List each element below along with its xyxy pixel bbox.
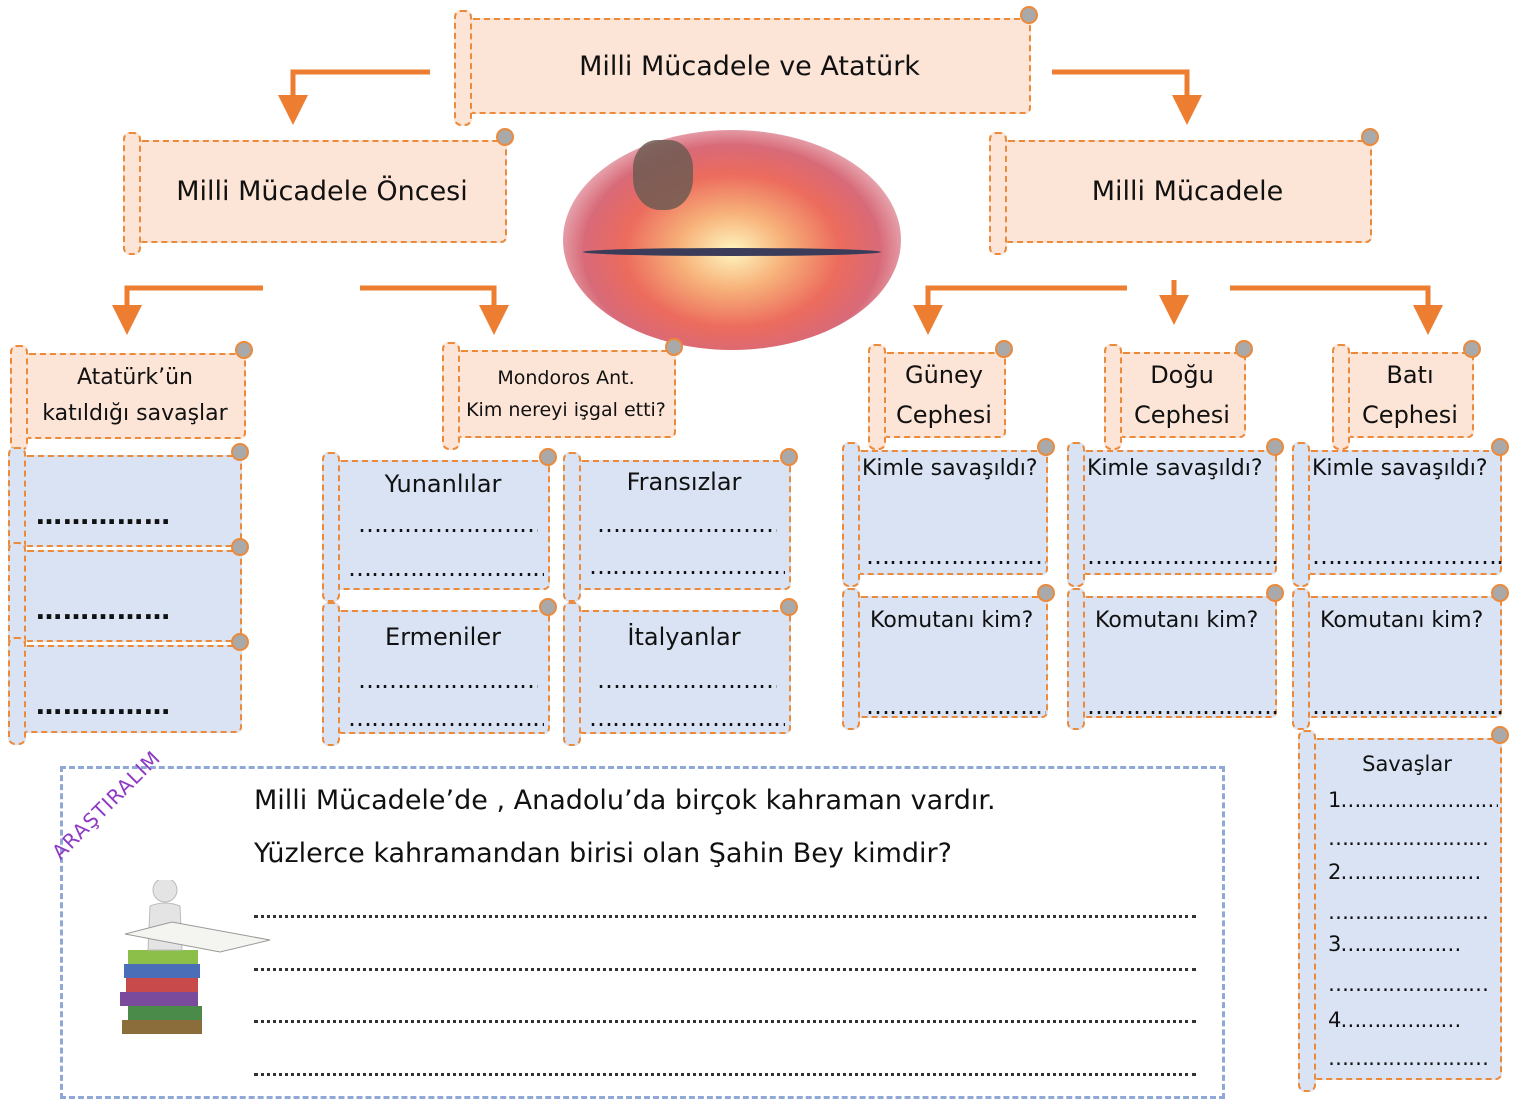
occupier-dots-1: ……………………… [597, 510, 777, 538]
occupier-dots-1: ……………………… [597, 666, 777, 694]
front-line1: Doğu [1150, 361, 1214, 389]
occupier-name: İtalyanlar [627, 623, 741, 651]
question-text: Komutanı kim? [1320, 608, 1484, 633]
battle-item-2: 2………………… [1328, 860, 1481, 884]
front-line1: Güney [905, 361, 983, 389]
question-text: Komutanı kim? [870, 608, 1034, 633]
battle-item-4: 4……………… [1328, 1008, 1461, 1032]
ataturk-blank-3: …………… [8, 633, 249, 745]
answer-dots: ……………………… [1087, 542, 1277, 570]
arrow-mondoros [360, 285, 509, 335]
ataturk-blank-2-dots: …………… [36, 596, 171, 626]
front-line1: Batı [1386, 361, 1434, 389]
horizon-line [583, 248, 881, 256]
front-question-commander: Komutanı kim? ……………………… [842, 584, 1055, 730]
battle-dots-4: …………………… [1328, 1046, 1489, 1070]
occupier-card: Ermeniler ……………………… ……………………… [322, 598, 557, 746]
answer-line-4 [254, 1073, 1196, 1076]
answer-dots: ……………………… [866, 542, 1046, 570]
occupier-dots-2: ……………………… [589, 704, 785, 732]
right-branch-box: Milli Mücadele [989, 128, 1379, 255]
ataturk-blank-3-dots: …………… [36, 691, 171, 721]
research-box [60, 766, 1225, 1099]
arrow-left-branch [278, 69, 430, 125]
ataturk-portrait [633, 140, 693, 210]
front-line2: Cephesi [1362, 401, 1458, 429]
answer-dots: ……………………… [1312, 542, 1502, 570]
title-box: Milli Mücadele ve Atatürk [454, 6, 1038, 126]
battle-item-1: 1…………………… [1328, 788, 1498, 812]
question-text: Komutanı kim? [1095, 608, 1259, 633]
battles-box: Savaşlar 1…………………… …………………… 2………………… ………… [1298, 726, 1509, 1092]
battle-dots-2: …………………… [1328, 900, 1489, 924]
front-question-commander: Komutanı kim? ……………………… [1067, 584, 1284, 730]
battle-item-3: 3……………… [1328, 932, 1461, 956]
ataturk-blank-1-dots: …………… [36, 501, 171, 531]
ataturk-battles-box: Atatürk’ün katıldığı savaşlar [10, 341, 253, 451]
occupier-card: Yunanlılar ……………………… ……………………… [322, 448, 557, 602]
front-line2: Cephesi [896, 401, 992, 429]
ataturk-blank-2: …………… [8, 538, 249, 654]
occupier-dots-2: ……………………… [348, 704, 544, 732]
occupier-dots-2: ……………………… [589, 552, 785, 580]
occupier-dots-1: ……………………… [358, 510, 538, 538]
front-header-bati: Batı Cephesi [1332, 340, 1481, 450]
arrow-bati [1230, 285, 1443, 335]
arrow-ataturk [112, 285, 263, 335]
question-text: Kimle savaşıldı? [1312, 456, 1488, 481]
left-branch-text: Milli Mücadele Öncesi [176, 176, 468, 207]
front-header-dogu: Doğu Cephesi [1104, 340, 1253, 450]
battles-title: Savaşlar [1362, 752, 1452, 776]
occupier-name: Ermeniler [385, 623, 501, 651]
ataturk-blank-1: …………… [8, 443, 249, 559]
battle-dots-3: …………………… [1328, 972, 1489, 996]
research-question-2: Yüzlerce kahramandan birisi olan Şahin B… [254, 838, 952, 869]
occupier-name: Yunanlılar [384, 470, 502, 498]
front-question-enemy: Kimle savaşıldı? ……………………… [1292, 438, 1509, 587]
ataturk-battles-line1: Atatürk’ün [76, 365, 193, 390]
arrow-guney [913, 285, 1127, 335]
occupier-card: Fransızlar ……………………… ……………………… [563, 448, 798, 602]
answer-dots: ……………………… [1087, 692, 1277, 720]
battle-dots-1: …………………… [1328, 826, 1489, 850]
answer-line-2 [254, 968, 1196, 971]
question-text: Kimle savaşıldı? [862, 456, 1038, 481]
mondoros-line2: Kim nereyi işgal etti? [466, 399, 666, 421]
answer-line-1 [254, 915, 1196, 918]
answer-dots: ……………………… [1312, 692, 1502, 720]
occupier-dots-1: ……………………… [358, 666, 538, 694]
front-question-enemy: Kimle savaşıldı? ……………………… [842, 438, 1055, 587]
ataturk-sunset-image [563, 130, 901, 350]
front-header-guney: Güney Cephesi [868, 340, 1013, 450]
occupier-name: Fransızlar [626, 468, 742, 496]
front-question-enemy: Kimle savaşıldı? ……………………… [1067, 438, 1284, 587]
research-question-1: Milli Mücadele’de , Anadolu’da birçok ka… [254, 785, 996, 816]
mondoros-line1: Mondoros Ant. [497, 367, 635, 389]
front-question-commander: Komutanı kim? ……………………… [1292, 584, 1509, 730]
front-line2: Cephesi [1134, 401, 1230, 429]
ataturk-battles-line2: katıldığı savaşlar [42, 401, 228, 426]
occupier-card: İtalyanlar ……………………… ……………………… [563, 598, 798, 746]
mondoros-box: Mondoros Ant. Kim nereyi işgal etti? [442, 338, 683, 450]
answer-dots: ……………………… [866, 692, 1046, 720]
right-branch-text: Milli Mücadele [1091, 176, 1284, 207]
occupier-dots-2: ……………………… [348, 554, 544, 582]
arrow-right-branch [1052, 69, 1202, 125]
question-text: Kimle savaşıldı? [1087, 456, 1263, 481]
left-branch-box: Milli Mücadele Öncesi [123, 128, 514, 255]
answer-line-3 [254, 1020, 1196, 1023]
reader-figure-icon [120, 880, 271, 1034]
title-text: Milli Mücadele ve Atatürk [579, 50, 920, 82]
